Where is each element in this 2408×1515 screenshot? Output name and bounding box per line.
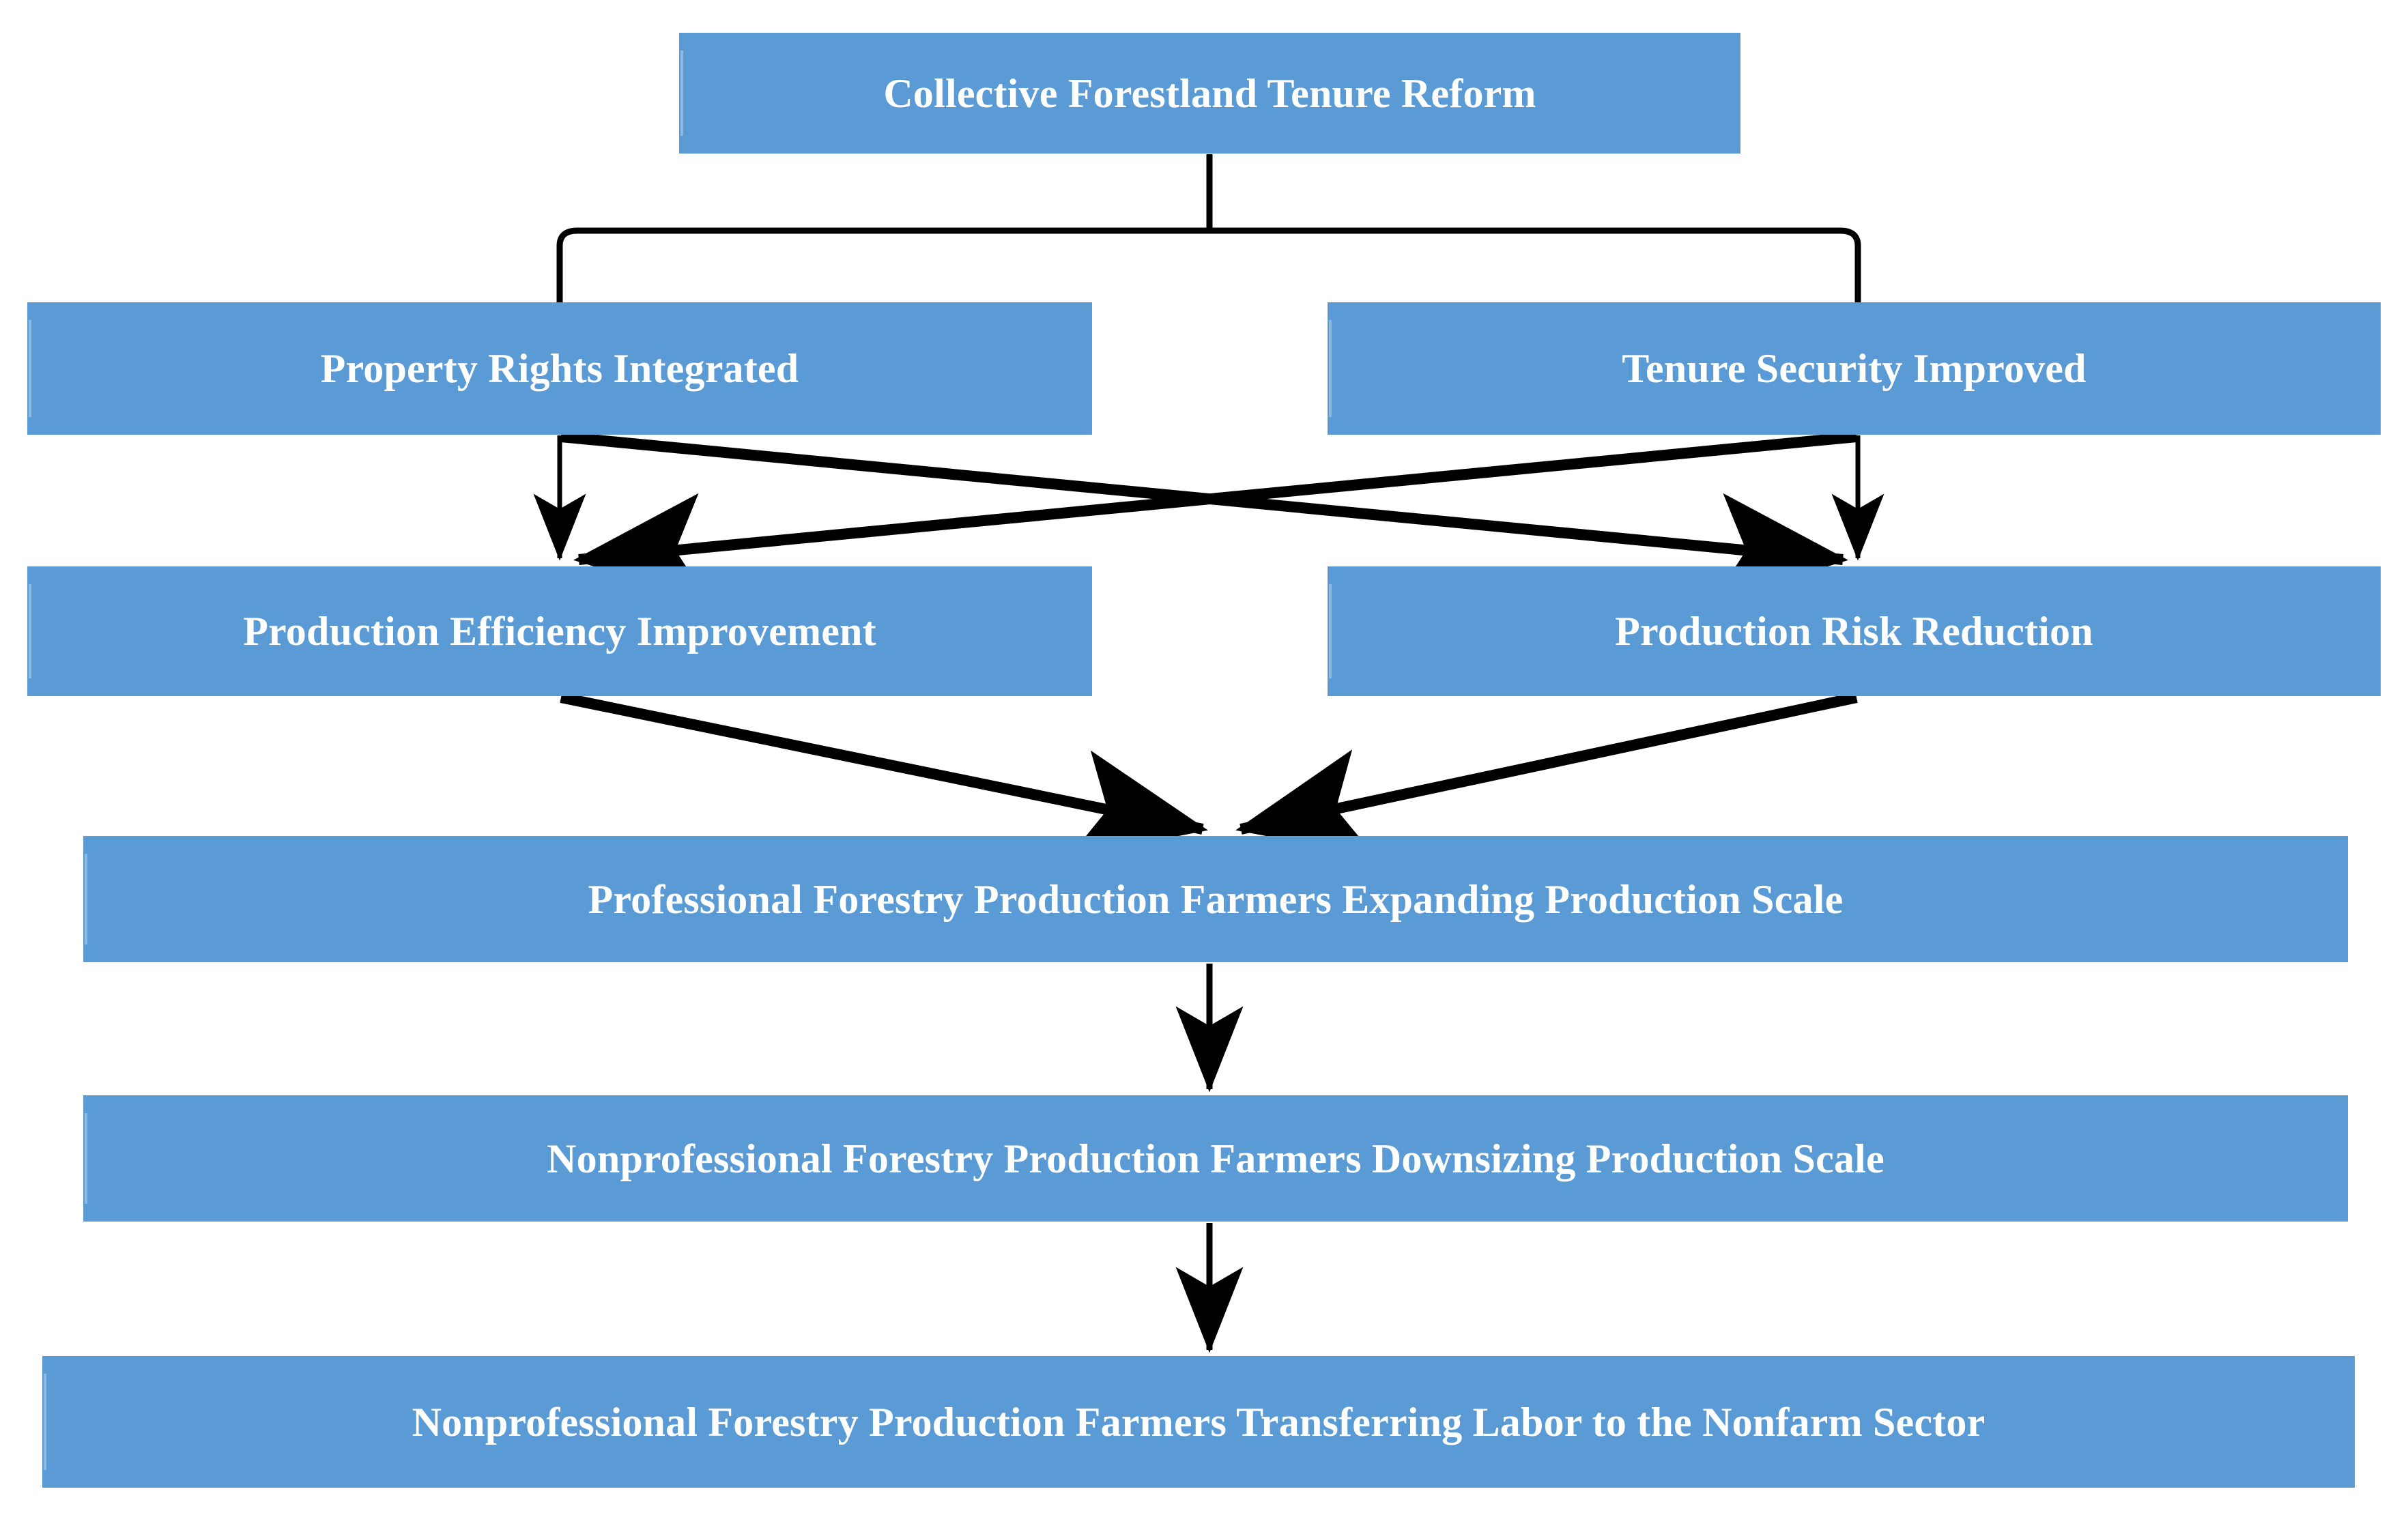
node-professional-farmers-expanding-production-scale[interactable]: Professional Forestry Production Farmers… [83,836,2348,962]
node-property-rights-integrated[interactable]: Property Rights Integrated [27,302,1092,435]
edge-risk-to-expand [1235,692,1858,856]
edge-tenure-to-efficiency [573,431,1857,603]
node-label: Tenure Security Improved [1622,346,2087,391]
node-label: Collective Forestland Tenure Reform [883,70,1536,116]
edge-root-to-level2-bracket [556,154,1861,302]
node-collective-forestland-tenure-reform[interactable]: Collective Forestland Tenure Reform [679,33,1740,154]
node-tenure-security-improved[interactable]: Tenure Security Improved [1328,302,2381,435]
bracket-bar [556,227,1861,302]
node-label: Property Rights Integrated [320,346,799,391]
node-label: Nonprofessional Forestry Production Farm… [547,1136,1884,1181]
node-label: Production Risk Reduction [1615,609,2093,654]
node-label: Nonprofessional Forestry Production Farm… [412,1399,1986,1445]
edge-efficiency-to-expand [560,692,1208,858]
node-nonprofessional-farmers-downsizing-production-scale[interactable]: Nonprofessional Forestry Production Farm… [83,1095,2348,1222]
node-production-efficiency-improvement[interactable]: Production Efficiency Improvement [27,566,1092,696]
node-label: Production Efficiency Improvement [243,609,876,654]
node-label: Professional Forestry Production Farmers… [588,876,1844,922]
node-production-risk-reduction[interactable]: Production Risk Reduction [1328,566,2381,696]
node-nonprofessional-farmers-transferring-labor-nonfarm-sector[interactable]: Nonprofessional Forestry Production Farm… [42,1356,2355,1488]
